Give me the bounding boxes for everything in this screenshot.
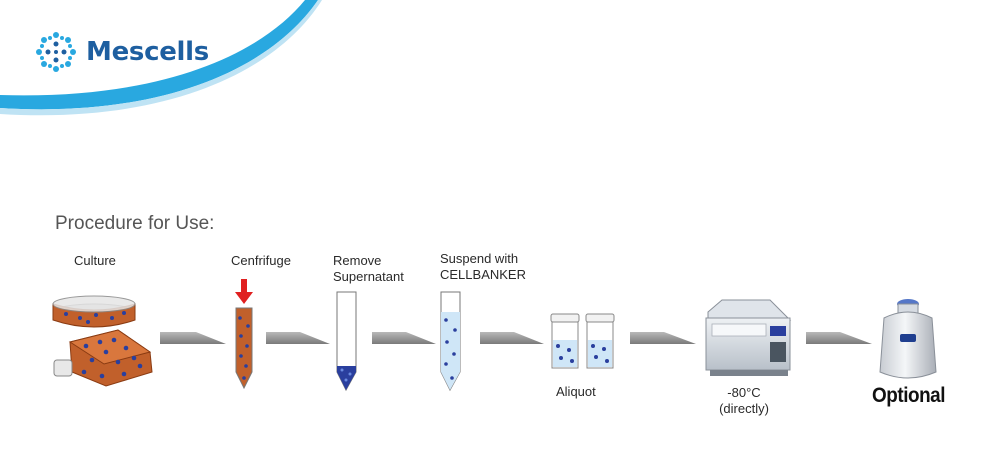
step-label-remove-supernatant: Remove Supernatant	[333, 253, 404, 285]
step-label-line: CELLBANKER	[440, 267, 526, 282]
culture-flasks-icon	[52, 295, 153, 387]
centrifuge-tube-icon	[235, 279, 253, 390]
liquid-nitrogen-tank-icon	[879, 299, 937, 379]
step-label-centrifuge: Cenfrifuge	[231, 253, 291, 268]
step-label-line: -80°C	[727, 385, 761, 400]
step-label-line: Suspend with	[440, 251, 519, 266]
freezer-icon	[705, 299, 792, 376]
brand-logo: Mescells	[34, 30, 209, 74]
step-label-optional: Optional	[872, 384, 946, 407]
step-label-freezer: -80°C (directly)	[712, 385, 776, 417]
pellet-tube-icon	[336, 291, 357, 392]
right-arrow-icon	[480, 332, 544, 344]
step-label-culture: Culture	[74, 253, 116, 268]
right-arrow-icon	[160, 332, 226, 344]
suspension-tube-icon	[440, 291, 461, 392]
right-arrow-icon	[266, 332, 330, 344]
right-arrow-icon	[372, 332, 436, 344]
brand-name: Mescells	[86, 37, 209, 67]
step-label-line: Remove	[333, 253, 382, 268]
mescells-logo-icon	[36, 32, 76, 72]
right-arrow-icon	[630, 332, 696, 344]
procedure-title: Procedure for Use:	[55, 213, 215, 234]
step-label-line: Supernatant	[333, 269, 404, 284]
header-banner	[0, 0, 322, 116]
cryovials-icon	[550, 313, 615, 369]
right-arrow-icon	[806, 332, 872, 344]
step-label-line: (directly)	[719, 401, 769, 416]
step-label-aliquot: Aliquot	[556, 384, 596, 399]
step-label-suspend: Suspend with CELLBANKER	[440, 251, 526, 283]
